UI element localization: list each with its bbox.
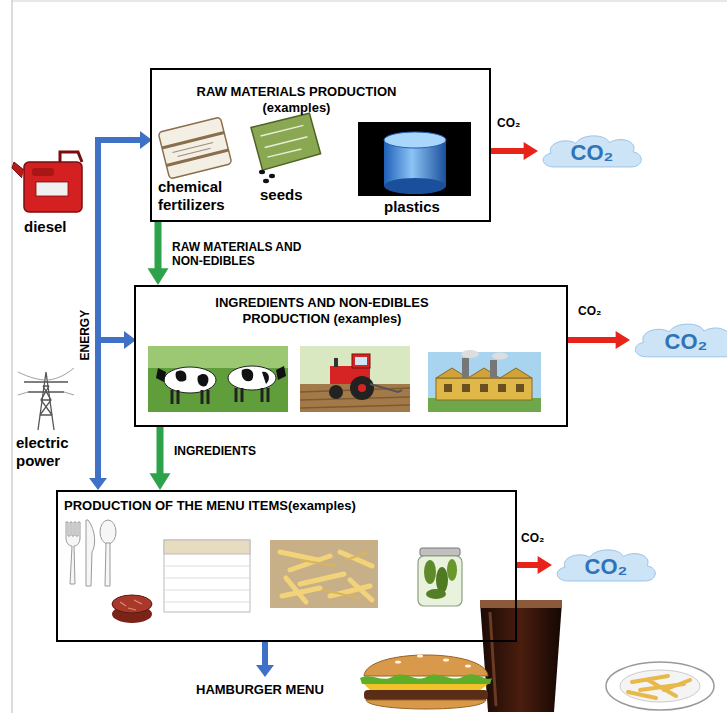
emission-arrow <box>491 142 538 160</box>
energy-source-label: electric power <box>16 434 88 470</box>
edge-label: RAW MATERIALS AND NON-EDIBLES <box>172 240 304 269</box>
flow-arrow <box>148 222 169 285</box>
flow-arrow <box>150 427 171 490</box>
emission-arrow <box>568 331 630 349</box>
co2-cloud: CO₂ <box>552 546 660 584</box>
energy-source-label: diesel <box>24 218 94 236</box>
item-label: plastics <box>384 198 464 216</box>
co2-cloud: CO₂ <box>630 320 727 360</box>
menu-label: HAMBURGER MENU <box>196 682 356 698</box>
item-label: seeds <box>260 186 320 204</box>
co2-text: CO₂ <box>630 329 727 355</box>
co2-text: CO₂ <box>538 140 646 166</box>
edge-label: CO₂ <box>578 304 618 318</box>
box-heading: INGREDIENTS AND NON-EDIBLES PRODUCTION (… <box>191 295 453 326</box>
box-heading: PRODUCTION OF THE MENU ITEMS(examples) <box>64 498 504 514</box>
item-label: chemical fertilizers <box>158 178 250 214</box>
emission-arrow <box>517 556 552 574</box>
process-box: INGREDIENTS AND NON-EDIBLES PRODUCTION (… <box>134 285 568 427</box>
co2-text: CO₂ <box>552 554 660 580</box>
process-box: RAW MATERIALS PRODUCTION (examples) chemi… <box>150 68 491 222</box>
edge-label: INGREDIENTS <box>174 444 294 458</box>
energy-label: ENERGY <box>78 300 92 370</box>
box-heading: RAW MATERIALS PRODUCTION (examples) <box>174 84 419 115</box>
process-box: PRODUCTION OF THE MENU ITEMS(examples) <box>56 490 517 642</box>
co2-cloud: CO₂ <box>538 132 646 170</box>
edge-label: CO₂ <box>497 116 537 130</box>
edge-label: CO₂ <box>521 531 551 545</box>
